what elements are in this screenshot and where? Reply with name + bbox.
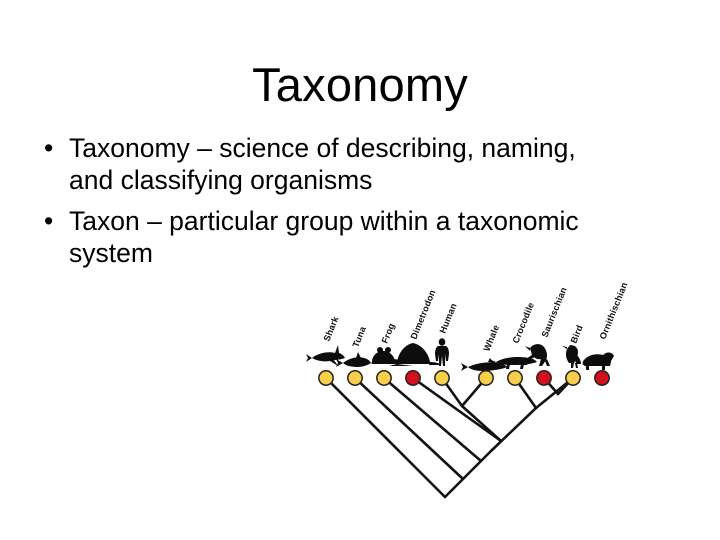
tyrannosaur-silhouette <box>523 344 550 366</box>
bird-silhouette <box>562 345 581 368</box>
list-item: • Taxon – particular group within a taxo… <box>38 205 614 270</box>
tip-node-crocodile <box>507 370 523 386</box>
page-title: Taxonomy <box>252 58 468 112</box>
tip-node-human <box>434 370 450 386</box>
tip-label-bird: Bird <box>569 324 585 345</box>
tip-node-whale <box>478 370 494 386</box>
triceratops-silhouette <box>582 352 614 370</box>
list-item-text: Taxonomy – science of describing, naming… <box>69 133 576 196</box>
shark-silhouette <box>306 345 345 366</box>
tip-node-shark <box>318 370 334 386</box>
tip-label-dimetrodon: Dimetrodon <box>409 288 438 340</box>
frog-silhouette <box>371 347 402 364</box>
human-silhouette <box>435 338 449 366</box>
bullet-list: • Taxonomy – science of describing, nami… <box>38 132 638 277</box>
tip-label-human: Human <box>438 302 459 335</box>
tip-label-frog: Frog <box>380 322 397 345</box>
bullet-marker-icon: • <box>44 205 54 236</box>
dimetrodon-silhouette <box>389 343 441 366</box>
cladogram-diagram: Shark Tuna Frog Dimetrodon Human Whale C… <box>296 281 630 514</box>
tip-node-saurischian <box>536 370 552 386</box>
tip-label-tuna: Tuna <box>351 324 369 349</box>
whale-silhouette <box>461 358 507 371</box>
tip-label-ornithischian: Ornithischian <box>598 281 630 341</box>
tip-label-whale: Whale <box>482 323 502 352</box>
list-item: • Taxonomy – science of describing, nami… <box>38 132 614 197</box>
tip-node-ornithischian <box>594 370 610 386</box>
tip-node-tuna <box>347 370 363 386</box>
tip-label-saurischian: Saurischian <box>540 286 569 339</box>
tuna-silhouette <box>336 352 371 367</box>
organism-silhouettes <box>306 338 614 371</box>
tip-node-dimetrodon <box>405 370 421 386</box>
tip-nodes <box>318 370 610 386</box>
tip-labels: Shark Tuna Frog Dimetrodon Human Whale C… <box>322 281 630 353</box>
tip-label-crocodile: Crocodile <box>511 301 536 345</box>
list-item-text: Taxon – particular group within a taxono… <box>69 205 579 268</box>
bullet-marker-icon: • <box>44 133 54 163</box>
tree-branches <box>324 376 575 499</box>
tip-node-frog <box>376 370 392 386</box>
tip-node-bird <box>565 370 581 386</box>
tip-label-shark: Shark <box>322 314 341 343</box>
